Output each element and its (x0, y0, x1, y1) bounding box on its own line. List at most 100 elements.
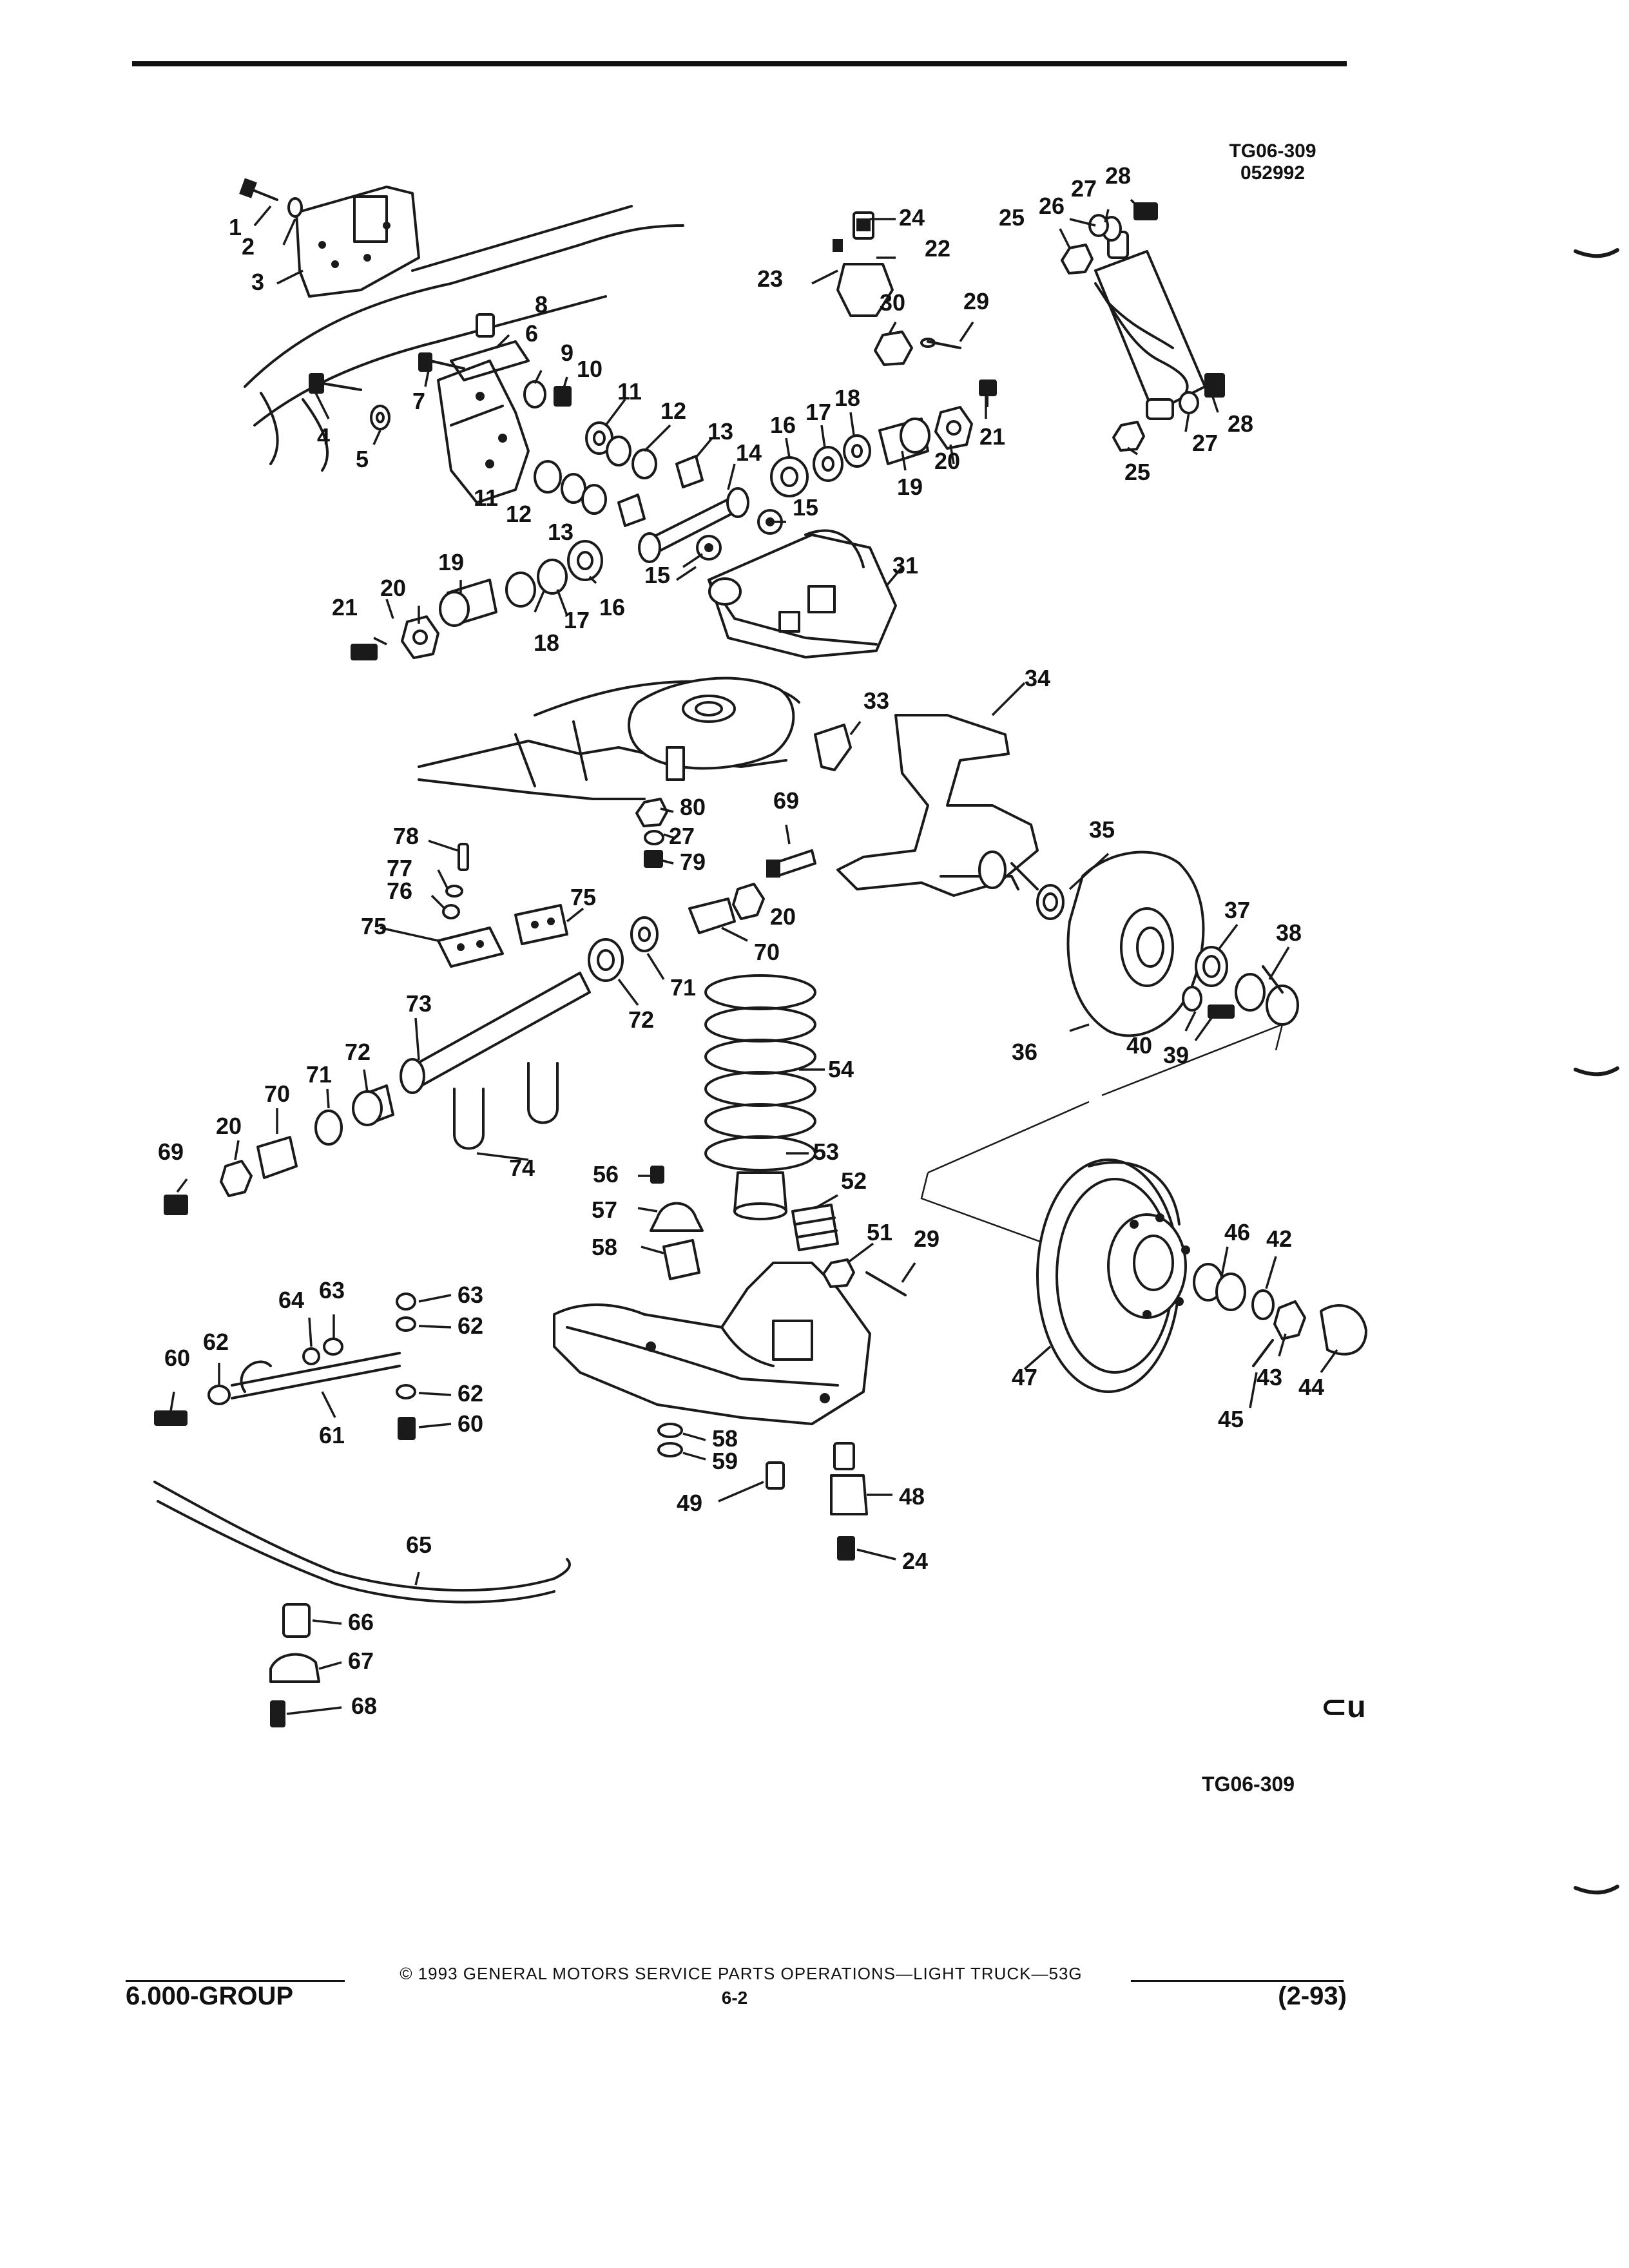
callout-27b: 27 (669, 823, 695, 849)
crossmember (418, 677, 800, 800)
bolt-10 (554, 386, 572, 407)
callout-80: 80 (680, 794, 706, 820)
callout-29a: 29 (963, 288, 989, 314)
shock-bolt-28-upper (1133, 202, 1158, 220)
cotter-pin-29-upper (920, 338, 961, 349)
callout-11a: 11 (617, 378, 642, 405)
washer-42 (1251, 1289, 1275, 1320)
callout-20a: 20 (934, 448, 960, 474)
callout-56: 56 (593, 1161, 619, 1187)
washer-9 (523, 380, 546, 408)
callout-9: 9 (561, 340, 574, 366)
callout-52: 52 (841, 1168, 867, 1194)
callout-62c: 62 (458, 1380, 483, 1407)
footer-rule-right (1131, 1980, 1344, 1982)
callout-27c: 27 (1192, 430, 1218, 456)
bolt-1 (239, 178, 278, 201)
retainer-13-lower (617, 494, 646, 527)
bolt-68 (270, 1700, 285, 1727)
callout-53: 53 (813, 1139, 839, 1165)
seal-35 (1036, 884, 1065, 920)
callout-33: 33 (863, 687, 889, 714)
washer-71-lower (314, 1110, 343, 1146)
callout-20d: 20 (216, 1113, 242, 1139)
callout-29b: 29 (914, 1225, 940, 1252)
callout-39: 39 (1163, 1042, 1189, 1068)
cotter-pin-29-lower (865, 1271, 907, 1296)
fitting-69-lower (164, 1195, 188, 1215)
grommet-63-right (396, 1293, 416, 1311)
washer-64 (302, 1347, 320, 1365)
washer-12-lower (561, 473, 607, 515)
callout-69b: 69 (158, 1139, 184, 1165)
nut-59 (657, 1442, 683, 1457)
callout-42: 42 (1266, 1225, 1292, 1252)
callout-24b: 24 (902, 1548, 928, 1574)
callout-70b: 70 (264, 1081, 290, 1107)
callout-47: 47 (1012, 1364, 1037, 1390)
nut-76 (442, 904, 460, 919)
callout-49: 49 (677, 1490, 702, 1516)
callout-44: 44 (1298, 1374, 1324, 1400)
splash-shield (1066, 850, 1205, 1037)
bushing-70-lower (256, 1136, 298, 1179)
callout-43: 43 (1257, 1364, 1282, 1390)
clamp-67 (269, 1653, 320, 1683)
stabilizer-link (154, 1352, 401, 1426)
callout-59: 59 (712, 1448, 738, 1474)
callout-58b: 58 (712, 1425, 738, 1452)
shock-washer-27-lower (1179, 391, 1199, 414)
pin-8 (476, 313, 495, 338)
fitting-70 (688, 898, 736, 934)
figure-ref-code: TG06-309 (1229, 140, 1316, 162)
washer-18-lower (505, 572, 536, 608)
callout-16b: 16 (599, 594, 625, 620)
washer-40 (1182, 986, 1202, 1012)
bushing-19-upper (878, 418, 930, 465)
callout-21a: 21 (979, 423, 1005, 450)
bushing-58-lower (657, 1423, 683, 1438)
lower-ball-joint (830, 1442, 868, 1515)
callout-15b: 15 (644, 562, 670, 588)
fitting-69-upper (766, 849, 816, 878)
callout-25a: 25 (999, 204, 1025, 231)
callout-8: 8 (535, 291, 548, 318)
callout-20b: 20 (380, 575, 406, 601)
callout-57: 57 (592, 1196, 617, 1223)
callout-67: 67 (348, 1648, 374, 1674)
callout-63b: 63 (458, 1282, 483, 1308)
callout-25b: 25 (1124, 459, 1150, 485)
nut-20-mid (732, 883, 765, 920)
callout-58a: 58 (592, 1234, 617, 1260)
callout-13b: 13 (548, 519, 574, 545)
callout-1: 1 (229, 214, 242, 240)
washer-12-upper (606, 436, 657, 479)
callout-78: 78 (393, 823, 419, 849)
callout-34: 34 (1025, 665, 1050, 691)
top-rule (132, 61, 1347, 66)
callout-65: 65 (406, 1532, 432, 1558)
callout-10: 10 (577, 356, 602, 382)
u-bolts-74 (453, 1062, 559, 1150)
frame-bracket (295, 186, 420, 298)
callout-69a: 69 (773, 787, 799, 814)
nut-15-lower (696, 535, 722, 561)
callout-6: 6 (525, 320, 538, 347)
callout-37: 37 (1224, 897, 1250, 923)
callout-51: 51 (867, 1219, 892, 1245)
fitting-21-lower (351, 644, 378, 660)
shock-nut-25-upper (1061, 244, 1094, 274)
callout-66: 66 (348, 1609, 374, 1635)
washer-62-right-bottom (396, 1384, 416, 1399)
nut-20-lower (401, 615, 439, 659)
callout-40: 40 (1126, 1032, 1152, 1059)
shock-washer-27-upper (1088, 214, 1109, 237)
bushing-58-upper (662, 1239, 700, 1280)
shock-nut-25-lower (1112, 421, 1145, 452)
pivot-shaft-73 (400, 972, 591, 1094)
nut-20-low (220, 1160, 253, 1197)
callout-38: 38 (1276, 919, 1302, 946)
callout-27a: 27 (1071, 175, 1097, 202)
bearing-37 (1195, 946, 1228, 987)
callout-2: 2 (242, 233, 255, 260)
